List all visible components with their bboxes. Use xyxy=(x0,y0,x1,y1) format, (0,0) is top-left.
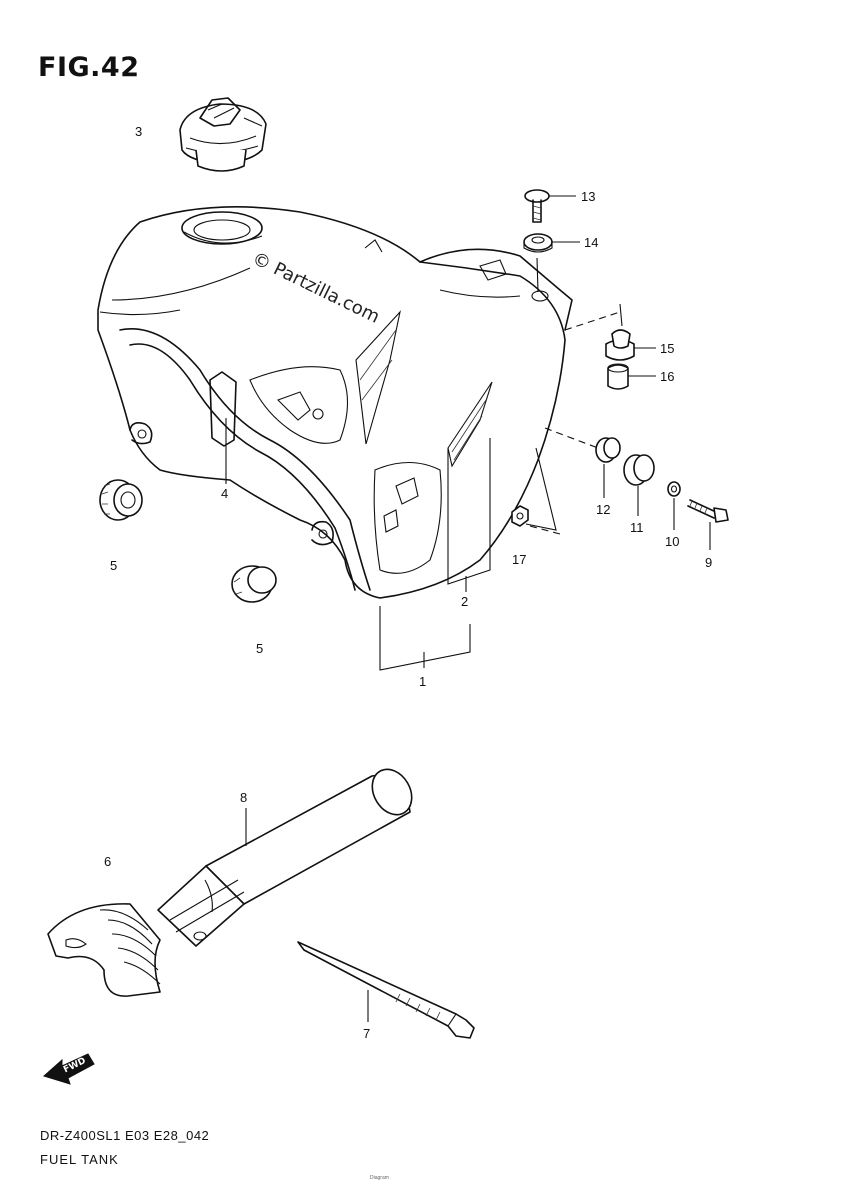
clamp-7-drawing xyxy=(297,941,475,1039)
callout-16: 16 xyxy=(660,369,675,384)
callout-9: 9 xyxy=(705,555,713,570)
callout-14: 14 xyxy=(584,235,599,250)
hose-8-drawing xyxy=(157,768,413,947)
fwd-arrow-icon: FWD xyxy=(43,1053,95,1085)
callout-15: 15 xyxy=(660,341,675,356)
callout-17: 17 xyxy=(512,552,527,567)
cushion-11-drawing xyxy=(623,454,655,486)
fuel-tank-drawing xyxy=(97,206,573,599)
callout-6: 6 xyxy=(104,854,112,869)
cushion-left-drawing xyxy=(99,479,143,521)
callout-5-lower: 5 xyxy=(256,641,264,656)
callout-13: 13 xyxy=(581,189,596,204)
model-code: DR-Z400SL1 E03 E28_042 xyxy=(40,1128,210,1143)
assembly-lines xyxy=(525,257,623,535)
callout-7: 7 xyxy=(363,1026,371,1041)
fuel-cap-drawing xyxy=(179,97,267,172)
bolt-9-drawing xyxy=(687,499,729,523)
tank-decal-drawing xyxy=(355,310,493,468)
callout-3: 3 xyxy=(135,124,143,139)
screw-13-drawing xyxy=(524,189,550,223)
callout-2: 2 xyxy=(461,594,469,609)
callout-1: 1 xyxy=(419,674,427,689)
callout-11: 11 xyxy=(630,520,644,535)
collar-16-drawing xyxy=(607,363,629,390)
section-name: FUEL TANK xyxy=(40,1152,119,1167)
leader-lines xyxy=(225,195,711,1022)
washer-14-drawing xyxy=(523,233,553,253)
fine-print: Diagram xyxy=(370,1175,389,1181)
callout-5-left: 5 xyxy=(110,558,118,573)
callout-10: 10 xyxy=(665,534,680,549)
callout-4: 4 xyxy=(221,486,229,501)
cushion-12-drawing xyxy=(595,437,621,463)
cushion-15-drawing xyxy=(605,329,635,361)
cushion-lower-drawing xyxy=(231,565,277,603)
protector-6-drawing xyxy=(47,903,161,997)
washer-10-drawing xyxy=(667,481,681,497)
callout-12: 12 xyxy=(596,502,611,517)
figure-title: FIG.42 xyxy=(38,52,140,83)
nut-17-drawing xyxy=(511,505,529,527)
callout-8: 8 xyxy=(240,790,248,805)
